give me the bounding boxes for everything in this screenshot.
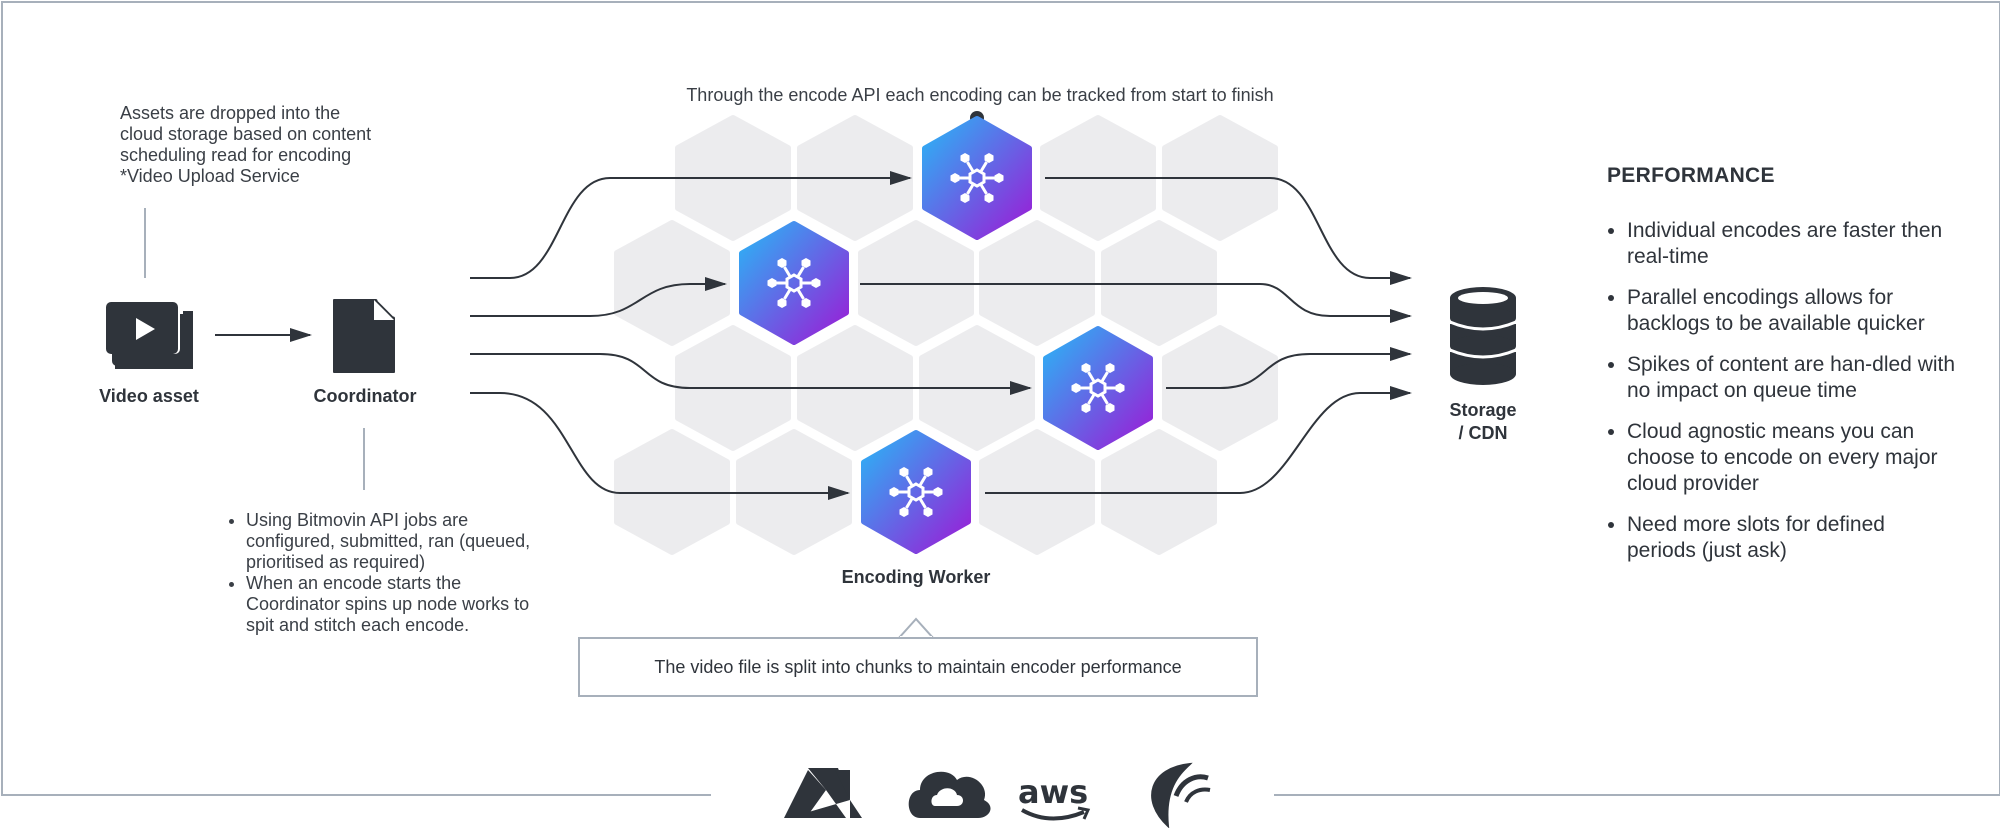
arrow-worker-3-to-storage xyxy=(1166,347,1412,389)
storage-label-line2: / CDN xyxy=(1458,423,1508,443)
database-icon xyxy=(1449,287,1517,385)
arrow-worker-2-to-storage xyxy=(860,283,1412,323)
arrow-to-worker-2 xyxy=(470,277,727,317)
network-node-icon xyxy=(889,467,943,517)
network-node-icon xyxy=(1071,363,1125,413)
storage-label-line1: Storage xyxy=(1449,400,1517,420)
encoding-worker-node xyxy=(739,221,849,345)
azure-icon xyxy=(784,768,862,818)
video-asset-icon xyxy=(106,302,193,369)
worker-hexagon xyxy=(861,430,971,554)
hex-grid xyxy=(614,115,1278,555)
arrow-to-worker-1 xyxy=(470,171,912,279)
coordinator-label: Coordinator xyxy=(313,386,417,406)
storage-label: Storage / CDN xyxy=(1428,399,1538,445)
encoding-workers xyxy=(739,116,1153,554)
performance-list: Individual encodes are faster then real-… xyxy=(1603,218,1957,579)
frame-bottom-line-right xyxy=(1274,794,2000,796)
digitalocean-icon xyxy=(1151,762,1211,828)
encoding-worker-label: Encoding Worker xyxy=(841,567,991,587)
aws-text: aws xyxy=(1018,773,1088,811)
aws-icon: aws xyxy=(1018,773,1091,821)
tracking-note: Through the encode API each encoding can… xyxy=(686,85,1274,105)
coordinator-notes: Using Bitmovin API jobs are configured, … xyxy=(222,510,556,636)
performance-item: Spikes of content are han-dled with no i… xyxy=(1627,352,1957,404)
encoding-worker-node xyxy=(861,430,971,554)
worker-hexagon xyxy=(739,221,849,345)
flow-arrows xyxy=(144,171,1412,500)
video-asset-label: Video asset xyxy=(99,386,199,406)
google-cloud-icon xyxy=(908,771,991,818)
split-note: The video file is split into chunks to m… xyxy=(654,657,1182,677)
performance-item: Need more slots for defined periods (jus… xyxy=(1627,512,1957,564)
worker-hexagon xyxy=(922,116,1032,240)
hex-cell xyxy=(614,220,730,346)
arrow-to-worker-3 xyxy=(470,353,1032,395)
performance-item: Parallel encodings allows for backlogs t… xyxy=(1627,285,1957,337)
upload-note: Assets are dropped into the cloud storag… xyxy=(120,103,372,186)
performance-title: PERFORMANCE xyxy=(1607,164,1775,187)
performance-item: Individual encodes are faster then real-… xyxy=(1627,218,1957,270)
network-node-icon xyxy=(767,258,821,308)
split-callout: The video file is split into chunks to m… xyxy=(578,637,1258,697)
arrow-to-worker-4 xyxy=(470,392,850,500)
encoding-worker-node xyxy=(1043,326,1153,450)
frame-bottom-line-left xyxy=(1,794,711,796)
performance-item: Cloud agnostic means you can choose to e… xyxy=(1627,419,1957,497)
encoding-worker-node xyxy=(922,116,1032,240)
coordinator-note-item: Using Bitmovin API jobs are configured, … xyxy=(246,510,556,573)
worker-hexagon xyxy=(1043,326,1153,450)
network-node-icon xyxy=(950,153,1004,203)
coordinator-note-item: When an encode starts the Coordinator sp… xyxy=(246,573,556,636)
document-icon xyxy=(333,299,395,373)
arrow-worker-4-to-storage xyxy=(985,386,1412,494)
arrow-worker-1-to-storage xyxy=(1045,177,1412,285)
